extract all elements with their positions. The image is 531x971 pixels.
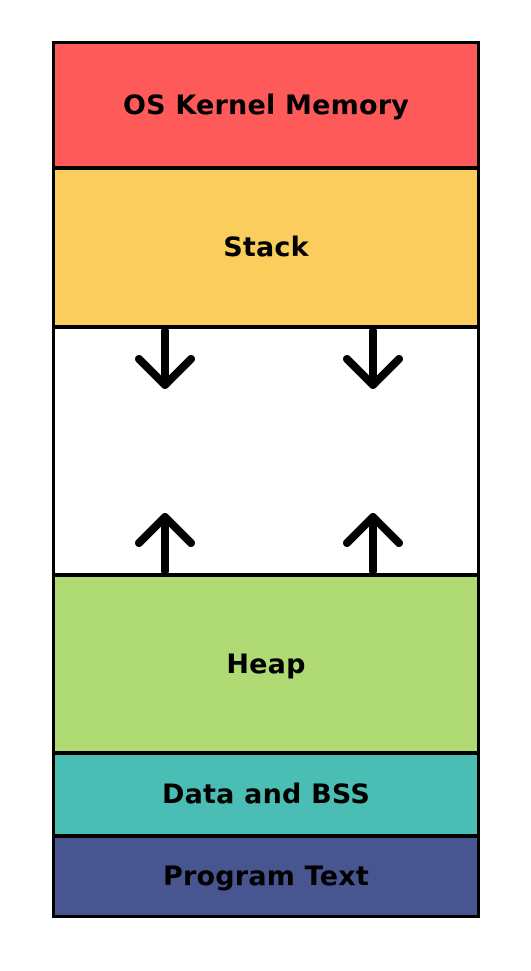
- arrow-down-icon: [338, 329, 408, 399]
- segment-divider: [55, 751, 477, 755]
- segment-data-and-bss: Data and BSS: [55, 755, 477, 834]
- segment-free-space: [55, 329, 477, 573]
- segment-divider: [55, 166, 477, 170]
- segment-os-kernel-memory: OS Kernel Memory: [55, 44, 477, 166]
- segment-label-heap: Heap: [226, 648, 306, 680]
- segment-label-os-kernel-memory: OS Kernel Memory: [122, 89, 410, 121]
- segment-label-program-text: Program Text: [163, 861, 369, 892]
- arrow-up-icon: [130, 503, 200, 573]
- arrow-up-icon: [338, 503, 408, 573]
- segment-divider: [55, 834, 477, 838]
- memory-layout-diagram: OS Kernel Memory Stack Heap Data and BSS…: [52, 41, 480, 918]
- segment-stack: Stack: [55, 170, 477, 325]
- segment-label-stack: Stack: [223, 232, 309, 263]
- arrow-down-icon: [130, 329, 200, 399]
- segment-label-data-and-bss: Data and BSS: [162, 779, 370, 810]
- segment-divider: [55, 573, 477, 577]
- segment-divider: [55, 325, 477, 329]
- segment-program-text: Program Text: [55, 838, 477, 915]
- segment-heap: Heap: [55, 577, 477, 751]
